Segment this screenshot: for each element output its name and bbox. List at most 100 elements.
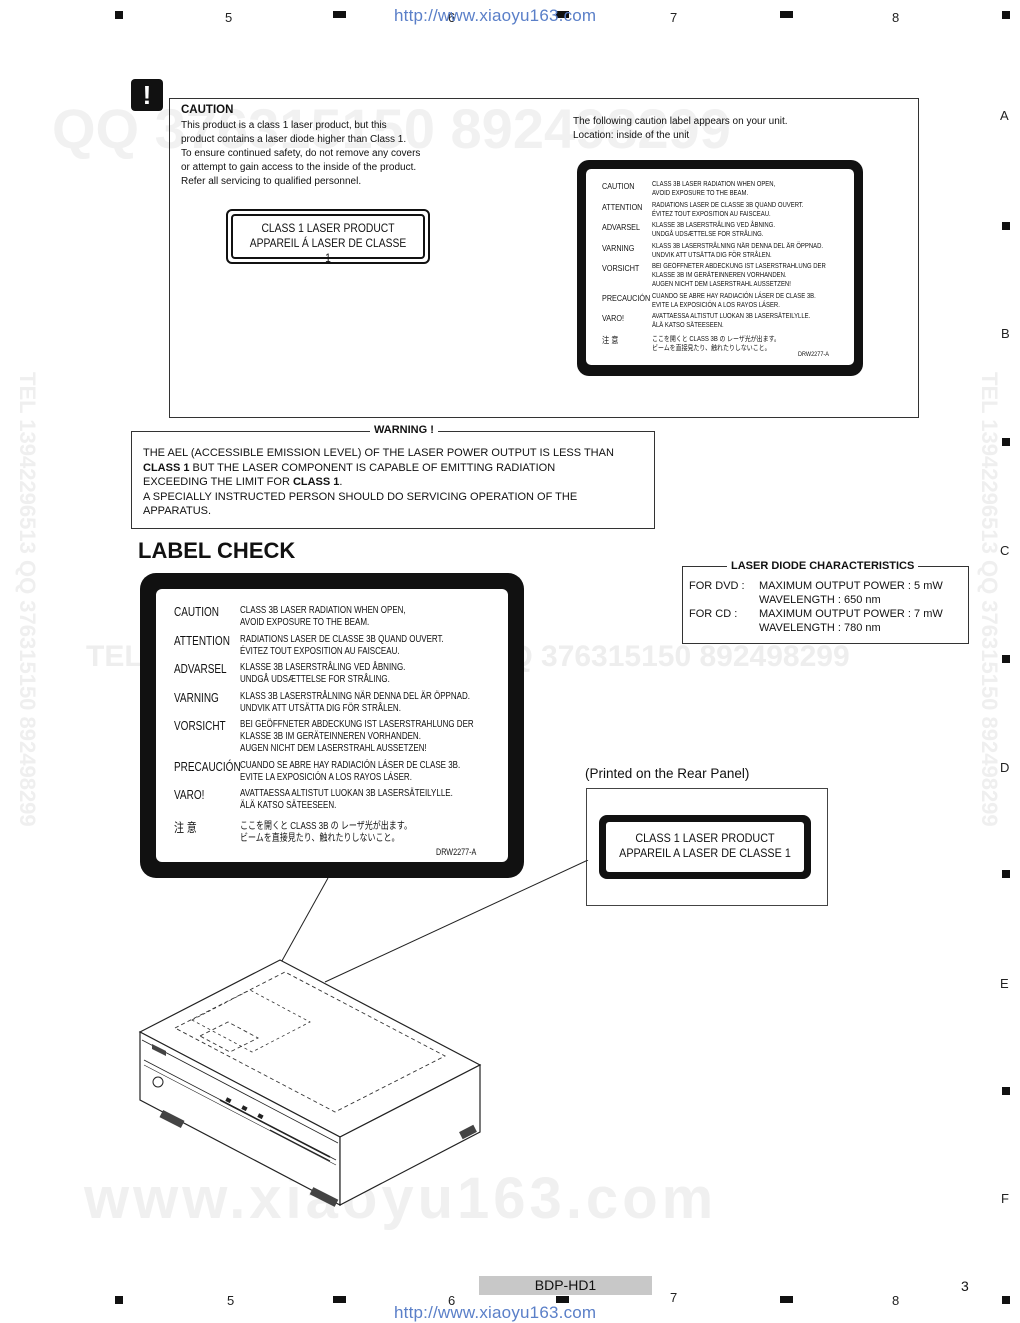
label-text-line: AVOID EXPOSURE TO THE BEAM. — [652, 190, 749, 197]
column-number: 5 — [227, 1293, 235, 1308]
label-text-line: ここを開くと CLASS 3B の レーザ光が出ます。 — [652, 335, 780, 343]
registration-mark — [1002, 11, 1010, 19]
warning-line: APPARATUS. — [143, 505, 212, 517]
label-key: VARNING — [174, 690, 219, 705]
label-text-line: ここを開くと CLASS 3B の レーザ光が出ます。 — [240, 820, 412, 832]
label-code: DRW2277-A — [436, 847, 477, 857]
label-key: ATTENTION — [602, 201, 643, 212]
column-number: 6 — [448, 10, 456, 25]
ldc-value: MAXIMUM OUTPUT POWER : 7 mW — [759, 608, 943, 620]
label-key: VORSICHT — [174, 719, 226, 733]
ldc-value: WAVELENGTH : 650 nm — [759, 594, 881, 606]
watermark-vertical-right: TEL 13942296513 QQ 376315150 892498299 — [977, 372, 1002, 827]
footer-url-link[interactable]: http://www.xiaoyu163.com — [394, 1303, 597, 1322]
registration-mark — [780, 1296, 793, 1303]
rear-label-line: APPAREIL A LASER DE CLASSE 1 — [619, 846, 791, 860]
label-key: VARO! — [174, 788, 205, 802]
warning-bold: CLASS 1 — [143, 461, 190, 474]
label-text-line: AVATTAESSA ALTISTUT LUOKAN 3B LASERSÄTEI… — [652, 313, 811, 320]
row-letter: A — [1000, 108, 1009, 123]
label-text-line: AVOID EXPOSURE TO THE BEAM. — [240, 617, 370, 628]
label-text-line: RADIATIONS LASER DE CLASSE 3B QUAND OUVE… — [240, 633, 444, 645]
registration-mark — [1002, 870, 1010, 878]
registration-mark — [556, 11, 569, 18]
label-text-line: CUANDO SE ABRE HAY RADIACIÓN LÁSER DE CL… — [240, 759, 461, 771]
player-illustration — [138, 860, 589, 1207]
leader-line — [324, 860, 589, 983]
label-code: DRW2277-A — [798, 351, 829, 358]
page-number: 3 — [961, 1278, 969, 1294]
caution-section: CAUTION This product is a class 1 laser … — [169, 98, 919, 418]
row-letter: B — [1001, 326, 1010, 341]
registration-mark — [115, 11, 123, 19]
warning-box: WARNING ! THE AEL (ACCESSIBLE EMISSION L… — [131, 424, 655, 529]
warning-bold: CLASS 1 — [292, 476, 340, 488]
label-key: PRECAUCIÓN — [174, 759, 241, 774]
class1-label-line: CLASS 1 LASER PRODUCT — [261, 221, 395, 235]
registration-mark — [1002, 1087, 1010, 1095]
label-text-line: AUGEN NICHT DEM LASERSTRAHL AUSSETZEN! — [652, 281, 791, 288]
ldc-title: LASER DIODE CHARACTERISTICS — [727, 560, 919, 572]
label-text-line: ÄLÄ KATSO SÄTEESEEN. — [240, 800, 337, 811]
watermark-qq-mid: QQ 376315150 892498299 — [486, 640, 850, 673]
watermark-vertical-left: TEL 13942296513 QQ 376315150 892498299 — [15, 372, 40, 827]
label-text-line: KLASSE 3B IM GERÄTEINNEREN VORHANDEN. — [652, 272, 787, 279]
class1-label-line: APPAREIL Á LASER DE CLASSE 1 — [249, 236, 407, 265]
label-text-line: KLASS 3B LASERSTRÅLNING NÄR DENNA DEL ÄR… — [652, 242, 824, 250]
warning-line: EXCEEDING THE LIMIT FOR CLASS 1. — [143, 475, 643, 490]
ldc-key: FOR CD : — [689, 608, 738, 620]
label-key: 注 意 — [174, 820, 197, 835]
model-tab: BDP-HD1 — [479, 1276, 652, 1295]
label-text-line: AUGEN NICHT DEM LASERSTRAHL AUSSETZEN! — [240, 743, 427, 754]
laser-diode-characteristics: LASER DIODE CHARACTERISTICS FOR DVD : MA… — [682, 560, 969, 644]
label-key: ADVARSEL — [602, 222, 641, 232]
label-key: ATTENTION — [174, 633, 230, 648]
label-key: VORSICHT — [602, 263, 640, 273]
label-key: CAUTION — [602, 181, 635, 191]
label-text-line: EVITE LA EXPOSICIÓN A LOS RAYOS LÁSER. — [240, 771, 412, 783]
column-number: 7 — [670, 1290, 678, 1305]
label-text-line: CLASS 3B LASER RADIATION WHEN OPEN, — [240, 605, 406, 616]
caution-line: Refer all servicing to qualified personn… — [181, 176, 362, 187]
warning-line-pre: EXCEEDING THE LIMIT FOR — [143, 476, 293, 488]
label-text-line: UNDGÅ UDSÆTTELSE FOR STRÅLING. — [240, 674, 390, 685]
warning-line: CLASS 1 BUT THE LASER COMPONENT IS CAPAB… — [143, 461, 643, 476]
caution-line: or attempt to gain access to the inside … — [181, 162, 417, 173]
row-letter: C — [1000, 543, 1010, 558]
rear-panel-caption: (Printed on the Rear Panel) — [585, 766, 750, 781]
label-text-line: KLASSE 3B LASERSTRÅLING VED ÅBNING. — [652, 222, 776, 229]
label-key: PRECAUCIÓN — [602, 292, 651, 303]
warning-line-post: . — [339, 476, 343, 488]
label-key: ADVARSEL — [174, 662, 227, 676]
caution-line: This product is a class 1 laser product,… — [181, 120, 387, 131]
column-number: 5 — [225, 10, 233, 25]
label-text-line: ビームを直接見たり、触れたりしないこと。 — [240, 832, 400, 844]
registration-mark — [1002, 655, 1010, 663]
ldc-value: WAVELENGTH : 780 nm — [759, 622, 881, 634]
warning-line: THE AEL (ACCESSIBLE EMISSION LEVEL) OF T… — [143, 447, 614, 459]
caution-line: product contains a laser diode higher th… — [181, 134, 407, 145]
label-text-line: ÉVITEZ TOUT EXPOSITION AU FAISCEAU. — [240, 645, 400, 657]
warning-line: A SPECIALLY INSTRUCTED PERSON SHOULD DO … — [143, 490, 578, 503]
registration-mark — [780, 11, 793, 18]
caution-intro-line: Location: inside of the unit — [573, 130, 690, 141]
column-number: 8 — [892, 10, 900, 25]
header-url-link[interactable]: http://www.xiaoyu163.com — [394, 6, 597, 25]
label-text-line: UNDVIK ATT UTSÄTTA DIG FÖR STRÅLEN. — [652, 251, 772, 259]
registration-mark — [333, 1296, 346, 1303]
ldc-value: MAXIMUM OUTPUT POWER : 5 mW — [759, 580, 943, 592]
label-text-line: AVATTAESSA ALTISTUT LUOKAN 3B LASERSÄTEI… — [240, 788, 453, 799]
label-text-line: ビームを直接見たり、触れたりしないこと。 — [652, 344, 771, 352]
column-number: 7 — [670, 10, 678, 25]
label-text-line: ÉVITEZ TOUT EXPOSITION AU FAISCEAU. — [652, 210, 771, 218]
registration-mark — [333, 11, 346, 18]
label-text-line: UNDGÅ UDSÆTTELSE FOR STRÅLING. — [652, 231, 764, 238]
warning-text: THE AEL (ACCESSIBLE EMISSION LEVEL) OF T… — [143, 446, 643, 519]
label-key: VARO! — [602, 313, 624, 323]
rear-panel-box: CLASS 1 LASER PRODUCT APPAREIL A LASER D… — [586, 788, 828, 906]
warning-line-rest: BUT THE LASER COMPONENT IS CAPABLE OF EM… — [189, 461, 556, 474]
label-text-line: ÄLÄ KATSO SÄTEESEEN. — [652, 322, 724, 329]
label-text-line: KLASSE 3B LASERSTRÅLING VED ÅBNING. — [240, 662, 406, 673]
warning-title: WARNING ! — [370, 424, 438, 436]
caution-text: This product is a class 1 laser product,… — [181, 119, 461, 189]
